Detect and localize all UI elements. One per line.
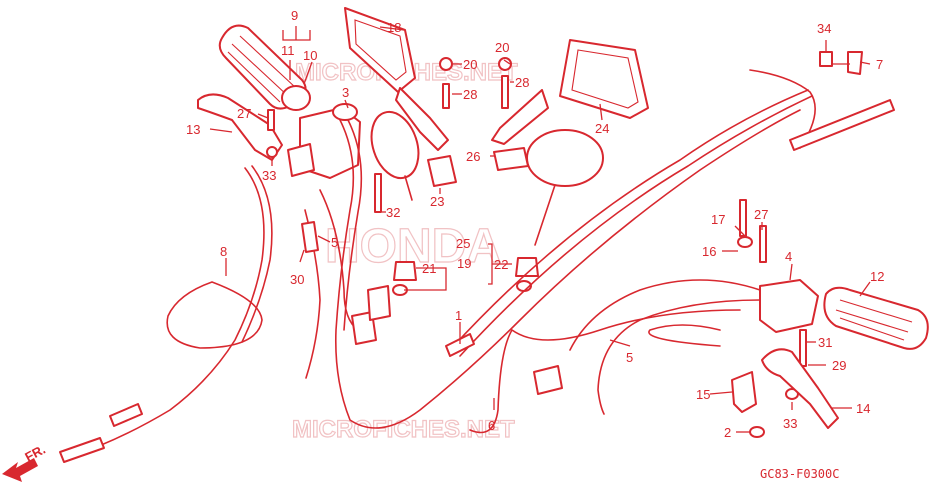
- right-grip: [823, 286, 929, 350]
- callout-26: 26: [466, 149, 480, 164]
- throttle-cables: [334, 69, 895, 429]
- callout-33-right: 33: [783, 416, 797, 431]
- left-round-mirror: [370, 110, 420, 201]
- diagram-code: GC83-F0300C: [760, 467, 839, 481]
- direction-label: FR.: [22, 442, 48, 465]
- callout-1: 1: [455, 308, 462, 323]
- callout-17: 17: [711, 212, 725, 227]
- callout-28-right: 28: [515, 75, 529, 90]
- callout-15: 15: [696, 387, 710, 402]
- callout-16: 16: [702, 244, 716, 259]
- callout-9: 9: [291, 8, 298, 23]
- callout-3: 3: [342, 85, 349, 100]
- callout-14: 14: [856, 401, 870, 416]
- brake-lever: [761, 348, 839, 429]
- mounting-hardware: [266, 51, 863, 438]
- callout-10: 10: [303, 48, 317, 63]
- switch-housing-left: [287, 103, 361, 179]
- callout-2: 2: [724, 425, 731, 440]
- lever-bracket: [731, 371, 757, 413]
- clutch-cable: [59, 165, 273, 463]
- switch-housing-right: [759, 279, 819, 333]
- front-direction-marker: FR.: [2, 442, 48, 482]
- callout-31: 31: [818, 335, 832, 350]
- callout-11: 11: [281, 43, 295, 58]
- right-round-mirror: [526, 129, 604, 246]
- callout-22: 22: [494, 257, 508, 272]
- callout-13: 13: [186, 122, 200, 137]
- leader-lines: [209, 26, 871, 433]
- callout-5-right: 5: [626, 350, 633, 365]
- callout-28-left: 28: [463, 87, 477, 102]
- callout-7: 7: [876, 57, 883, 72]
- callout-numbers: 9 11 10 18 3 13 27 33 20 28 20 28 26 24 …: [186, 8, 884, 440]
- right-mirror: [491, 39, 649, 145]
- callout-21: 21: [422, 261, 436, 276]
- callout-23: 23: [430, 194, 444, 209]
- callout-27-left: 27: [237, 106, 251, 121]
- callout-33-left: 33: [262, 168, 276, 183]
- callout-5-left: 5: [331, 235, 338, 250]
- callout-8: 8: [220, 244, 227, 259]
- callout-20-left: 20: [463, 57, 477, 72]
- callout-29: 29: [832, 358, 846, 373]
- callout-32: 32: [386, 205, 400, 220]
- callout-12: 12: [870, 269, 884, 284]
- callout-18: 18: [387, 20, 401, 35]
- callout-6: 6: [488, 418, 495, 433]
- callout-20-right: 20: [495, 40, 509, 55]
- callout-4: 4: [785, 249, 792, 264]
- callout-19: 19: [457, 256, 471, 271]
- callout-30: 30: [290, 272, 304, 287]
- wire-harness-right: [469, 279, 761, 434]
- throttle-grip: [218, 24, 311, 111]
- callout-27-right: 27: [754, 207, 768, 222]
- callout-25: 25: [456, 236, 470, 251]
- wire-harness-left: [301, 189, 391, 379]
- callout-34: 34: [817, 21, 831, 36]
- callout-24: 24: [595, 121, 609, 136]
